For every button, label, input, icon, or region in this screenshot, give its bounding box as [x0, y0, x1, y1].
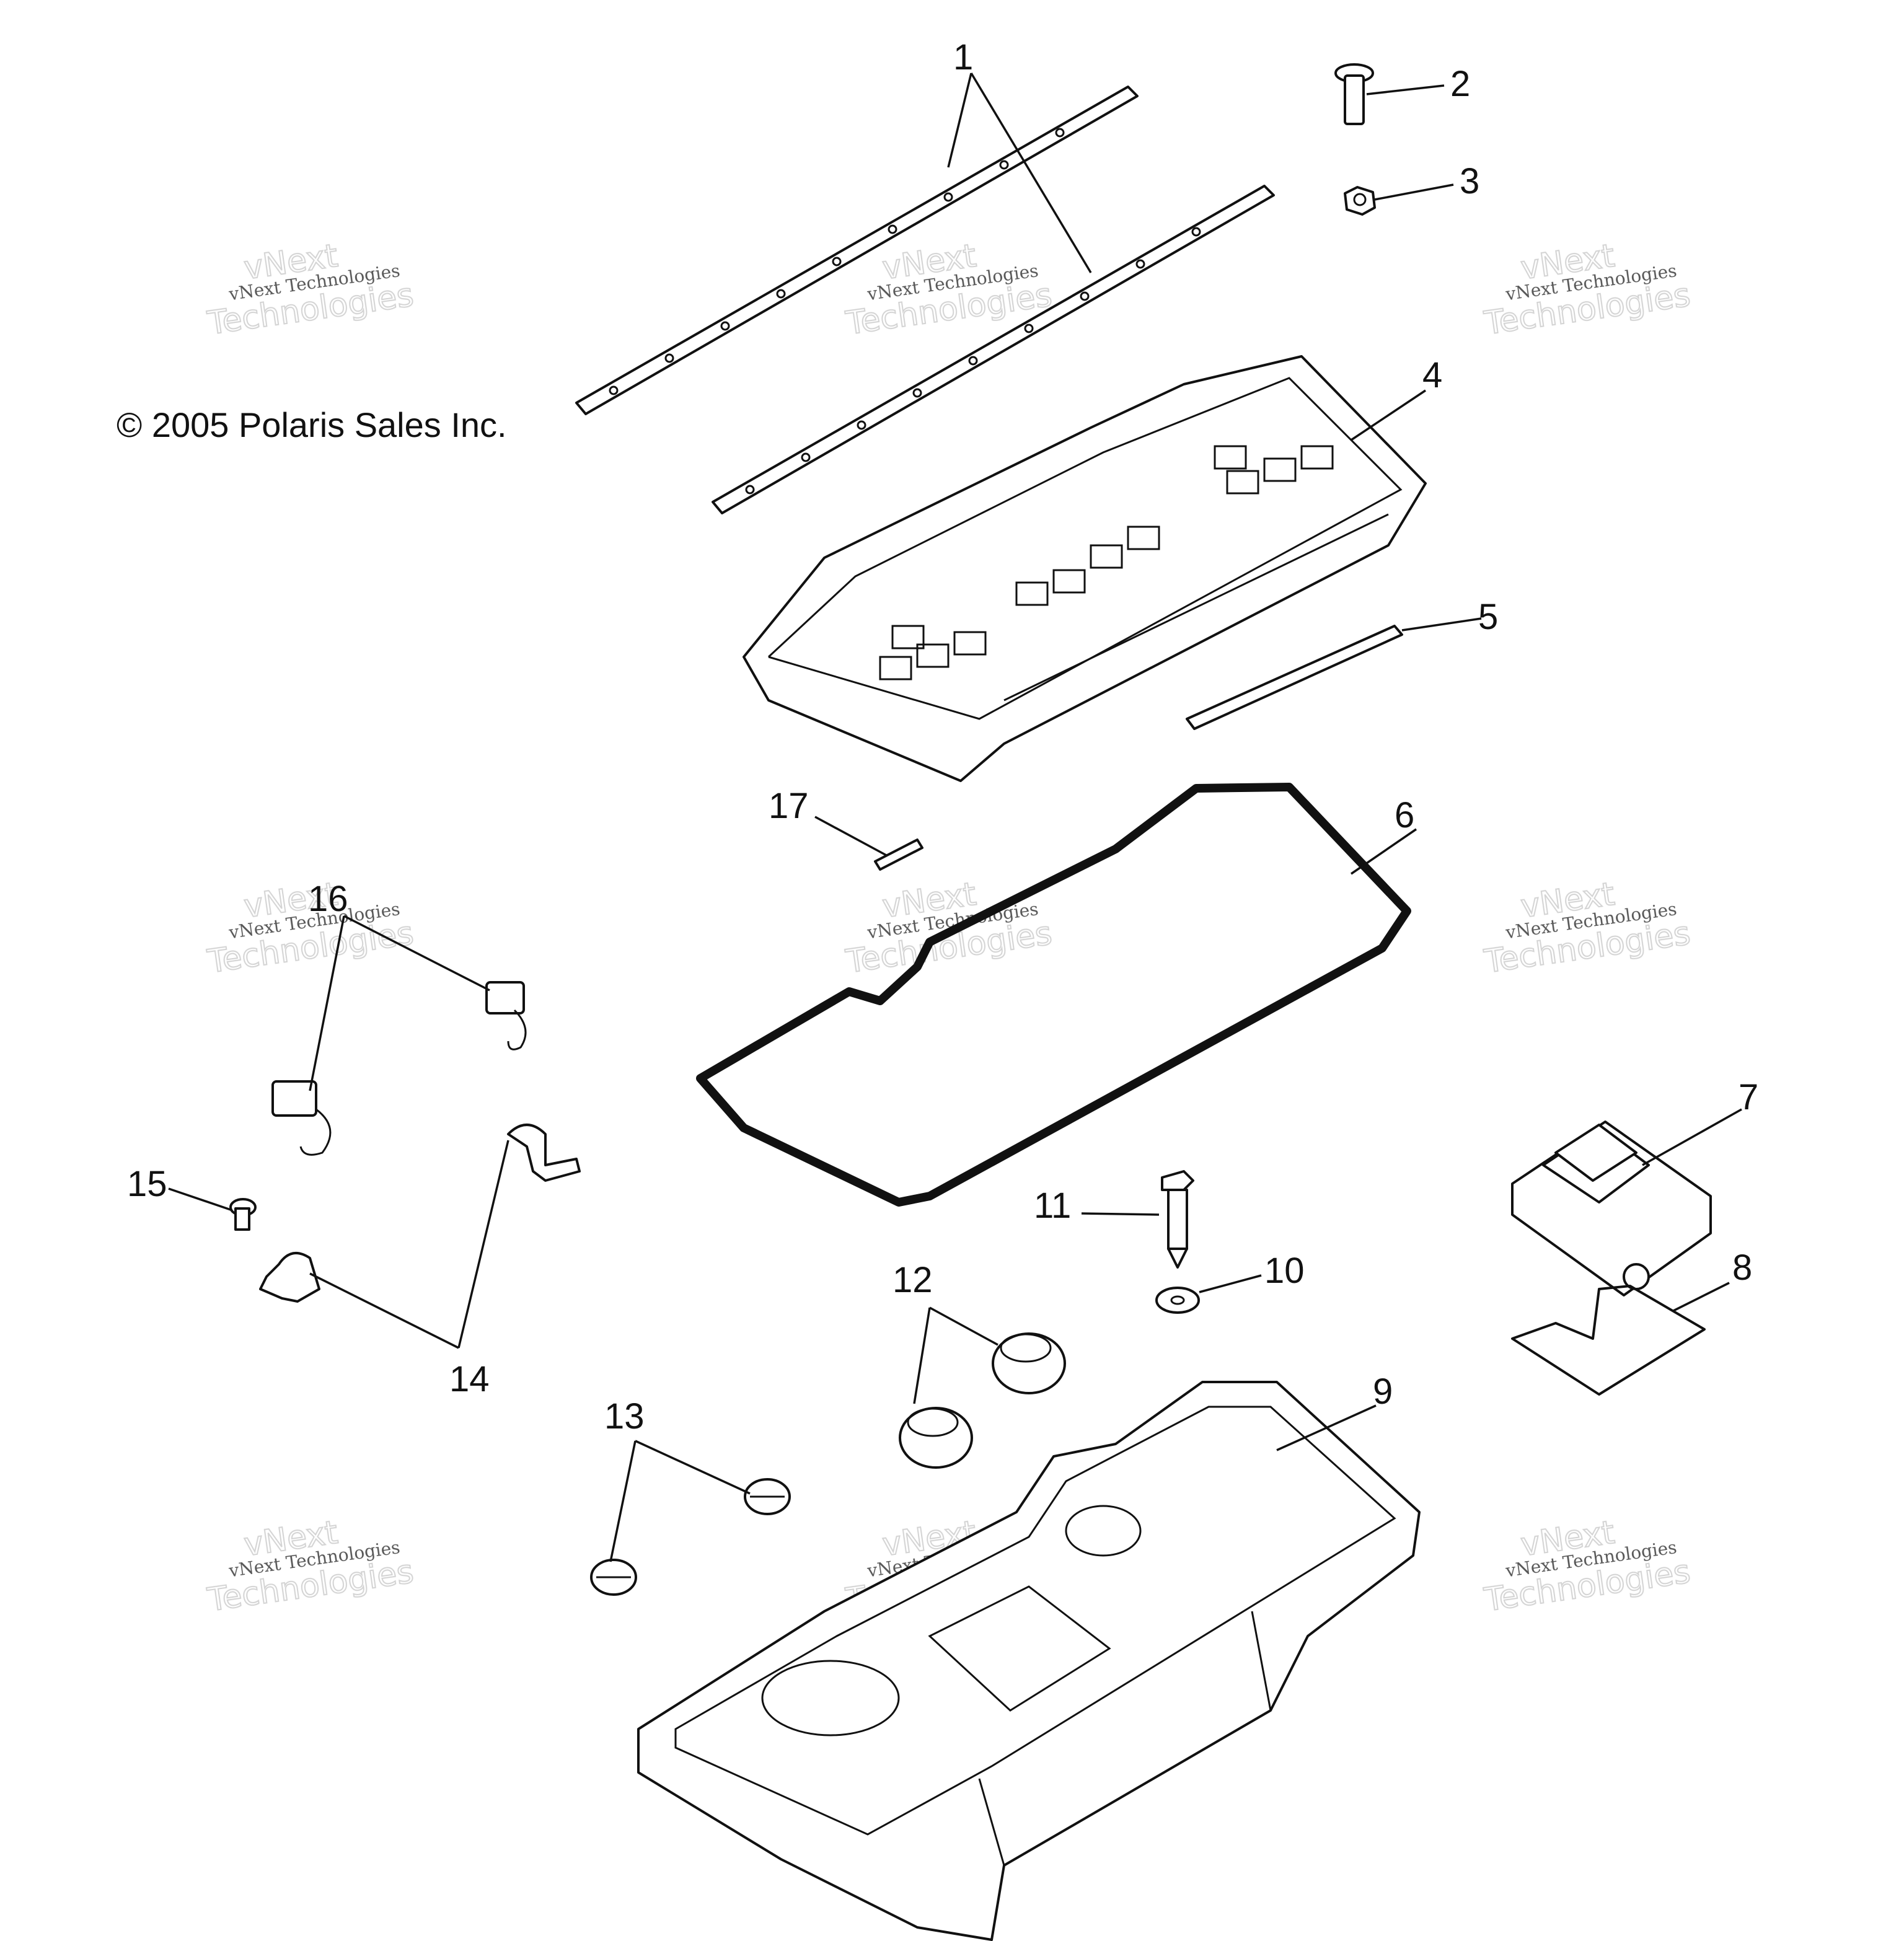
- callout-4: 4: [1422, 355, 1442, 395]
- callout-6: 6: [1395, 795, 1414, 835]
- part-17-pin: [874, 838, 923, 871]
- callout-16: 16: [308, 879, 348, 919]
- callout-12: 12: [892, 1260, 933, 1300]
- part-5-strip: [1186, 625, 1403, 730]
- part-1-rails: [575, 86, 1275, 514]
- callout-9: 9: [1373, 1371, 1393, 1412]
- part-3-nut: [1344, 186, 1376, 216]
- callout-1: 1: [953, 37, 973, 77]
- callout-2: 2: [1450, 64, 1470, 104]
- part-14-clips: [259, 1124, 581, 1303]
- watermark: vNext vNext Technologies Technologies: [205, 875, 416, 982]
- callout-11: 11: [1034, 1186, 1071, 1226]
- part-10-washer: [1155, 1287, 1200, 1314]
- callout-14: 14: [449, 1359, 490, 1399]
- watermark: vNext vNext Technologies Technologies: [843, 237, 1055, 343]
- callout-17: 17: [769, 786, 809, 826]
- watermark: vNext vNext Technologies Technologies: [1481, 237, 1693, 343]
- callout-15: 15: [127, 1164, 167, 1204]
- copyright-text: © 2005 Polaris Sales Inc.: [117, 405, 507, 444]
- watermark: vNext vNext Technologies Technologies: [1481, 1513, 1693, 1620]
- callout-7: 7: [1739, 1077, 1758, 1117]
- watermark: vNext vNext Technologies Technologies: [205, 237, 416, 343]
- part-8-gasket: [1511, 1285, 1706, 1396]
- callouts: 1 2 3 4 5 6 7 8 9 10 11 12 13 14 15 16 1…: [127, 37, 1758, 1437]
- watermark: vNext vNext Technologies Technologies: [205, 1513, 416, 1620]
- part-4-panel: [743, 355, 1427, 782]
- watermark: vNext vNext Technologies Technologies: [1481, 875, 1693, 982]
- part-12-knobs: [899, 1332, 1066, 1469]
- watermark-group: vNext vNext Technologies Technologies vN…: [205, 237, 1693, 1620]
- part-6-gasket: [696, 783, 1411, 1207]
- callout-10: 10: [1264, 1251, 1305, 1291]
- part-16-latches: [271, 981, 527, 1156]
- callout-5: 5: [1478, 597, 1498, 637]
- callout-8: 8: [1732, 1248, 1752, 1288]
- watermark: vNext vNext Technologies Technologies: [843, 875, 1055, 982]
- leader-lines: [168, 73, 1742, 1562]
- part-13-plugs: [590, 1478, 791, 1596]
- callout-3: 3: [1460, 161, 1479, 201]
- part-7-module: [1511, 1120, 1712, 1296]
- part-11-screw: [1161, 1170, 1194, 1269]
- part-15-screw: [229, 1198, 257, 1231]
- callout-13: 13: [604, 1396, 645, 1437]
- part-2-bolt: [1334, 63, 1374, 125]
- part-9-tub: [637, 1381, 1421, 1941]
